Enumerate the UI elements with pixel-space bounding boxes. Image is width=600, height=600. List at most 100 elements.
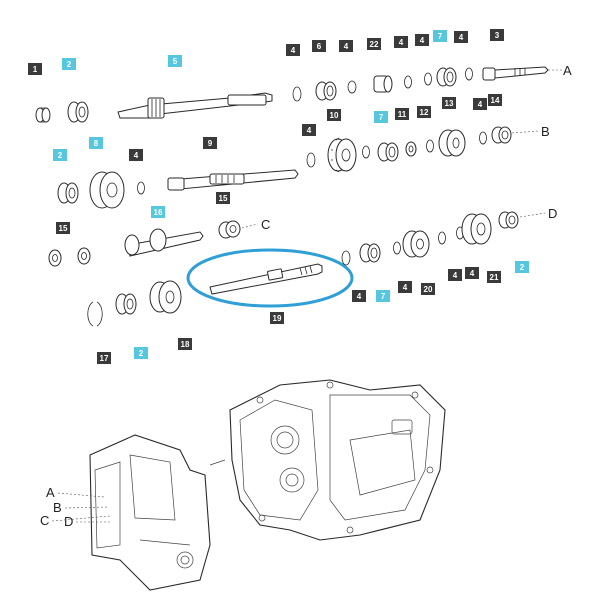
callout-number: 3: [495, 31, 500, 40]
callout-21: 21: [487, 271, 501, 283]
callout-number: 4: [134, 151, 139, 160]
callout-number: 10: [330, 111, 339, 120]
connector-d-right: D: [548, 206, 557, 221]
callout-box: [417, 106, 431, 118]
callout-box: [312, 40, 326, 52]
connector-a-right: A: [563, 63, 572, 78]
callout-4: 4: [398, 281, 412, 293]
callout-box: [134, 347, 148, 359]
callout-2: 2: [515, 261, 529, 273]
callout-box: [168, 55, 182, 67]
callout-box: [28, 63, 42, 75]
callout-3: 3: [490, 29, 504, 41]
part-15-bushing-a: [48, 249, 62, 267]
callout-box: [376, 290, 390, 302]
callout-number: 6: [317, 42, 322, 51]
callout-box: [203, 137, 217, 149]
callout-box: [433, 30, 447, 42]
part-4-circlip-k: [393, 241, 401, 255]
part-4-circlip-j: [341, 250, 351, 266]
callout-number: 14: [491, 96, 500, 105]
callout-1: 1: [28, 63, 42, 75]
highlight-ellipse: [186, 248, 354, 308]
callout-box: [448, 269, 462, 281]
callout-box: [97, 352, 111, 364]
callout-number: 4: [470, 269, 475, 278]
callout-4: 4: [339, 40, 353, 52]
callout-box: [270, 312, 284, 324]
callout-10: 10: [327, 109, 341, 121]
callout-box: [473, 98, 487, 110]
callout-number: 7: [438, 32, 443, 41]
callout-16: 16: [151, 206, 165, 218]
part-8-gear: [89, 171, 125, 209]
callout-box: [395, 108, 409, 120]
callout-4: 4: [448, 269, 462, 281]
part-19-shaft: [209, 263, 323, 295]
callout-box: [442, 97, 456, 109]
callout-box: [487, 271, 501, 283]
callout-number: 2: [520, 263, 525, 272]
callout-box: [339, 40, 353, 52]
callout-2: 2: [53, 149, 67, 161]
part-10-gear: [327, 137, 357, 173]
part-4-circlip-g: [362, 145, 370, 159]
callout-number: 7: [381, 292, 386, 301]
callout-number: 9: [208, 139, 213, 148]
part-2-bearing-top: [67, 101, 89, 123]
callout-number: 4: [478, 100, 483, 109]
callout-box: [515, 261, 529, 273]
callout-2: 2: [62, 58, 76, 70]
callout-box: [216, 192, 230, 204]
connector-c-left: C: [40, 513, 49, 528]
callout-15: 15: [216, 192, 230, 204]
callout-number: 15: [219, 194, 228, 203]
callout-number: 1: [33, 65, 38, 74]
callout-number: 4: [344, 42, 349, 51]
callout-6: 6: [312, 40, 326, 52]
callout-number: 4: [453, 271, 458, 280]
callout-box: [488, 94, 502, 106]
part-4-circlip-a: [292, 86, 302, 102]
callout-13: 13: [442, 97, 456, 109]
callout-5: 5: [168, 55, 182, 67]
callout-number: 4: [403, 283, 408, 292]
part-20-gear: [402, 230, 430, 258]
part-4-circlip-b: [347, 80, 357, 94]
callout-number: 2: [58, 151, 63, 160]
callout-9: 9: [203, 137, 217, 149]
connector-b-left: B: [53, 500, 62, 515]
part-11-washer: [405, 141, 417, 157]
part-13-gear: [438, 129, 466, 157]
callout-number: 8: [94, 139, 99, 148]
callout-4: 4: [302, 124, 316, 136]
part-18-gear: [149, 280, 182, 314]
callout-11: 11: [395, 108, 409, 120]
callout-box: [465, 267, 479, 279]
part-3-output-shaft: [482, 66, 549, 81]
main-gearbox-housing: [229, 379, 446, 541]
callout-8: 8: [89, 137, 103, 149]
part-12-circlip: [426, 139, 434, 153]
connector-b-right: B: [541, 124, 550, 139]
part-21-gear: [461, 213, 492, 245]
callout-18: 18: [178, 338, 192, 350]
callout-box: [62, 58, 76, 70]
callout-box: [56, 222, 70, 234]
callout-box: [394, 36, 408, 48]
part-7-bearing-a: [436, 67, 457, 87]
callout-box: [398, 281, 412, 293]
callout-4: 4: [465, 267, 479, 279]
callout-14: 14: [488, 94, 502, 106]
callout-number: 16: [154, 208, 163, 217]
callout-number: 4: [357, 292, 362, 301]
callout-number: 2: [67, 60, 72, 69]
callout-22: 22: [367, 38, 381, 50]
connector-d-left: D: [64, 514, 73, 529]
part-22-sleeve: [373, 75, 393, 93]
part-17-circlip: [87, 301, 103, 327]
callout-box: [286, 44, 300, 56]
callout-box: [89, 137, 103, 149]
callout-19: 19: [270, 312, 284, 324]
